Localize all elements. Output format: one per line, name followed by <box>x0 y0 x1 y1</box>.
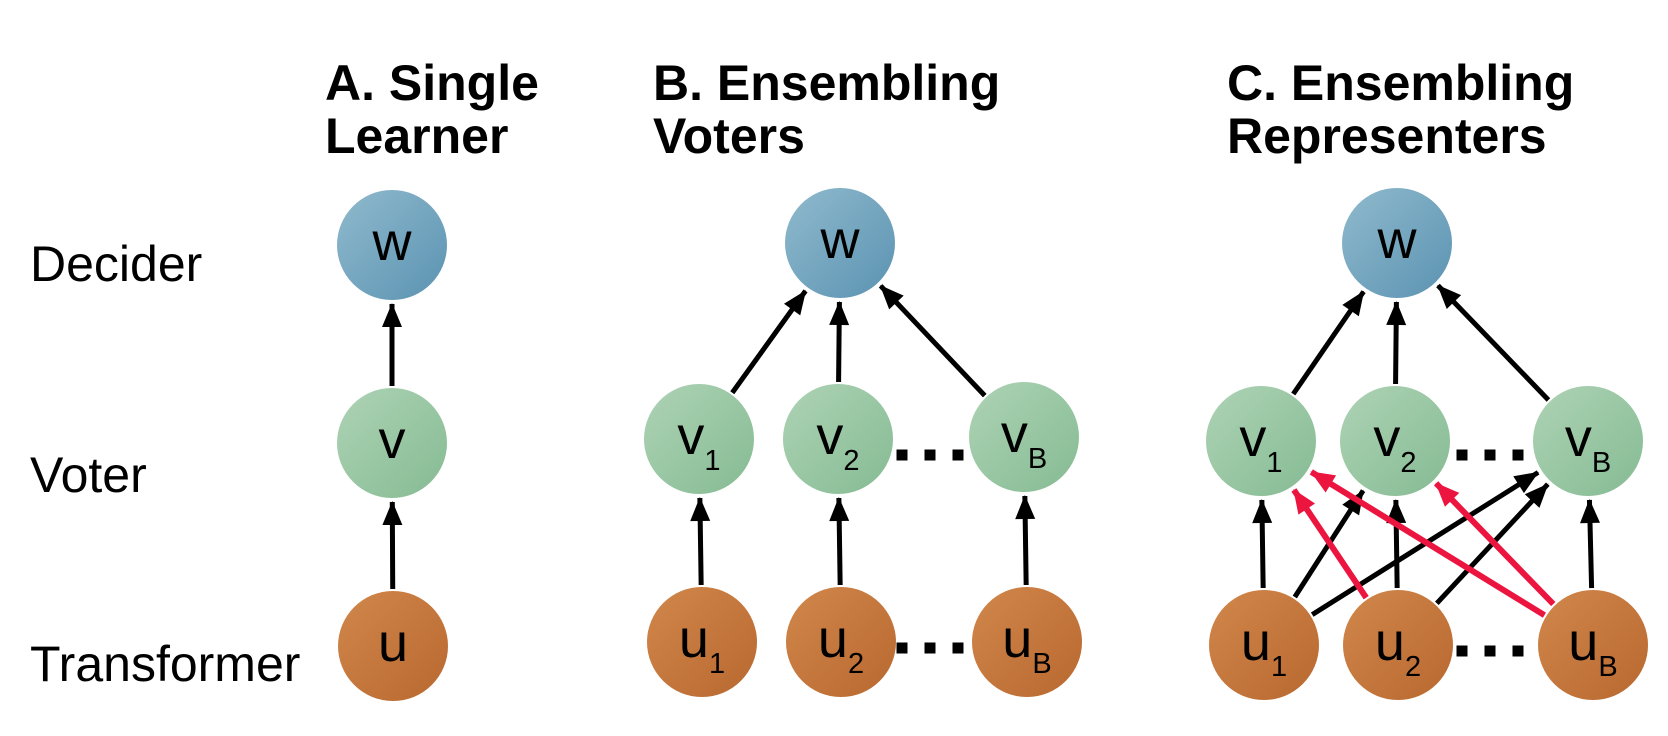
node-C-u2 <box>1343 590 1453 700</box>
edge-C-v1-to-C-w-black <box>1291 290 1366 396</box>
node-label-C-uB: uB <box>1568 612 1617 683</box>
node-label-C-u1: u1 <box>1241 612 1287 683</box>
row-label-voter: Voter <box>30 447 147 503</box>
node-label-A-v: v <box>379 410 406 470</box>
node-label-B-v1: v1 <box>677 406 720 477</box>
edge-B-v1-to-B-w-black <box>730 289 808 395</box>
node-C-v2 <box>1340 386 1450 496</box>
row-label-transformer: Transformer <box>30 636 300 692</box>
ellipsis-dots <box>1456 449 1524 461</box>
panel-c-title-line2: Representers <box>1227 108 1547 164</box>
node-C-u1 <box>1209 590 1319 700</box>
node-label-B-u2: u2 <box>818 609 864 680</box>
node-label-A-u: u <box>378 613 408 673</box>
node-label-C-v1: v1 <box>1239 408 1282 479</box>
node-label-B-uB: uB <box>1002 609 1051 680</box>
row-label-decider: Decider <box>30 236 202 292</box>
node-label-C-u2: u2 <box>1375 612 1421 683</box>
edge-C-v2-to-C-w-black <box>1386 300 1407 385</box>
node-label-C-v2: v2 <box>1373 408 1416 479</box>
node-label-B-vB: vB <box>1001 404 1047 475</box>
node-A-v <box>337 388 447 498</box>
node-B-v2 <box>783 384 893 494</box>
panel-a-title-line2: Learner <box>325 108 508 164</box>
node-B-uB <box>972 587 1082 697</box>
node-label-B-v2: v2 <box>816 406 859 477</box>
edge-B-vB-to-B-w-black <box>878 284 987 398</box>
node-B-w <box>785 188 895 298</box>
ellipsis-dots <box>1456 645 1524 657</box>
node-label-C-w: w <box>1377 210 1418 270</box>
ellipsis-dots <box>896 642 964 654</box>
ellipsis-dots <box>896 449 964 461</box>
node-label-B-u1: u1 <box>679 609 725 680</box>
node-label-C-vB: vB <box>1565 408 1611 479</box>
edge-B-uB-to-B-vB-black <box>1015 494 1036 586</box>
edge-C-uB-to-C-vB-black <box>1580 498 1601 589</box>
edge-C-u2-to-C-v2-black <box>1386 498 1407 589</box>
panel-a-title-line1: A. Single <box>325 55 539 111</box>
edge-C-uB-to-C-v2-red <box>1433 481 1556 607</box>
edge-B-u1-to-B-v1-black <box>690 496 711 586</box>
node-label-B-w: w <box>820 210 861 270</box>
node-C-v1 <box>1206 386 1316 496</box>
node-B-vB <box>969 382 1079 492</box>
node-label-A-w: w <box>372 212 413 272</box>
edge-B-u2-to-B-v2-black <box>829 496 850 586</box>
node-B-u1 <box>647 587 757 697</box>
node-C-uB <box>1538 590 1648 700</box>
panel-c-title-line1: C. Ensembling <box>1227 55 1574 111</box>
node-B-u2 <box>786 587 896 697</box>
node-C-vB <box>1533 386 1643 496</box>
node-C-w <box>1342 188 1452 298</box>
edge-C-uB-to-C-v1-red <box>1309 469 1547 618</box>
edge-C-u2-to-C-v1-red <box>1291 488 1369 600</box>
panel-b-title-line1: B. Ensembling <box>653 55 1000 111</box>
edge-C-u1-to-C-v1-black <box>1252 498 1273 589</box>
node-A-w <box>337 190 447 300</box>
node-A-u <box>338 591 448 701</box>
panel-b-title-line2: Voters <box>653 108 805 164</box>
node-B-v1 <box>644 384 754 494</box>
edge-B-v2-to-B-w-black <box>829 300 850 383</box>
edge-C-vB-to-C-w-black <box>1436 283 1551 402</box>
